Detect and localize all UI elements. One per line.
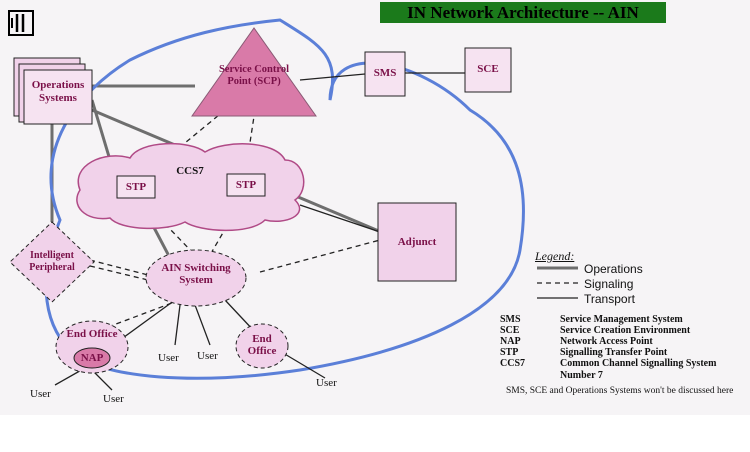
ain-switching-ellipse xyxy=(145,249,247,307)
abbr-stp: STP xyxy=(500,347,519,358)
user-label-1: User xyxy=(158,352,179,364)
sce-box xyxy=(464,47,512,93)
adjunct-box xyxy=(377,202,457,282)
network-boundary xyxy=(44,18,525,380)
stp-right-label: STP xyxy=(235,179,257,191)
sce-label: SCE xyxy=(477,63,499,75)
footnote: SMS, SCE and Operations Systems won't be… xyxy=(506,386,734,396)
scp-triangle xyxy=(191,27,317,117)
end-office-right-ellipse xyxy=(235,323,289,369)
sms-label: SMS xyxy=(373,67,397,79)
nap-ellipse xyxy=(73,347,111,369)
operations-systems-box xyxy=(13,57,93,125)
end-office-left-label: End Office xyxy=(66,328,118,340)
legend-transport: Transport xyxy=(584,292,635,306)
abbr-nap: NAP xyxy=(500,336,521,347)
end-office-right-label: End Office xyxy=(247,333,277,357)
user-label-5: User xyxy=(316,377,337,389)
user-label-2: User xyxy=(197,350,218,362)
ccs7-cloud xyxy=(76,142,305,232)
abbr-sms-desc: Service Management System xyxy=(560,314,683,325)
abbr-ccs7-desc: Common Channel Signalling System Number … xyxy=(560,358,717,381)
stp-right-box xyxy=(226,173,266,197)
logo-icon xyxy=(8,10,34,36)
scp-label: Service Control Point (SCP) xyxy=(218,64,290,87)
abbr-sce-desc: Service Creation Environment xyxy=(560,325,691,336)
user-label-4: User xyxy=(103,393,124,405)
sms-box xyxy=(364,51,406,97)
ain-switching-label: AIN Switching System xyxy=(161,262,231,286)
legend-title: Legend: xyxy=(535,249,575,263)
legend-signaling: Signaling xyxy=(584,277,634,291)
abbr-sms: SMS xyxy=(500,314,521,325)
adjunct-label: Adjunct xyxy=(397,236,437,248)
user-label-3: User xyxy=(30,388,51,400)
abbr-stp-desc: Signalling Transfer Point xyxy=(560,347,668,358)
intelligent-peripheral-diamond xyxy=(9,221,95,303)
operations-label: Operations Systems xyxy=(31,79,85,104)
intelligent-peripheral-label: Intelligent Peripheral xyxy=(29,250,75,273)
ccs7-label: CCS7 xyxy=(176,165,204,177)
stp-left-label: STP xyxy=(125,181,147,193)
abbr-ccs7: CCS7 xyxy=(500,358,526,369)
transport-lines xyxy=(54,72,465,391)
abbr-sce: SCE xyxy=(500,325,520,336)
nap-label: NAP xyxy=(80,352,104,364)
stp-left-box xyxy=(116,175,156,199)
page-title: IN Network Architecture -- AIN xyxy=(380,2,666,23)
legend-operations: Operations xyxy=(584,262,643,276)
abbr-nap-desc: Network Access Point xyxy=(560,336,653,347)
